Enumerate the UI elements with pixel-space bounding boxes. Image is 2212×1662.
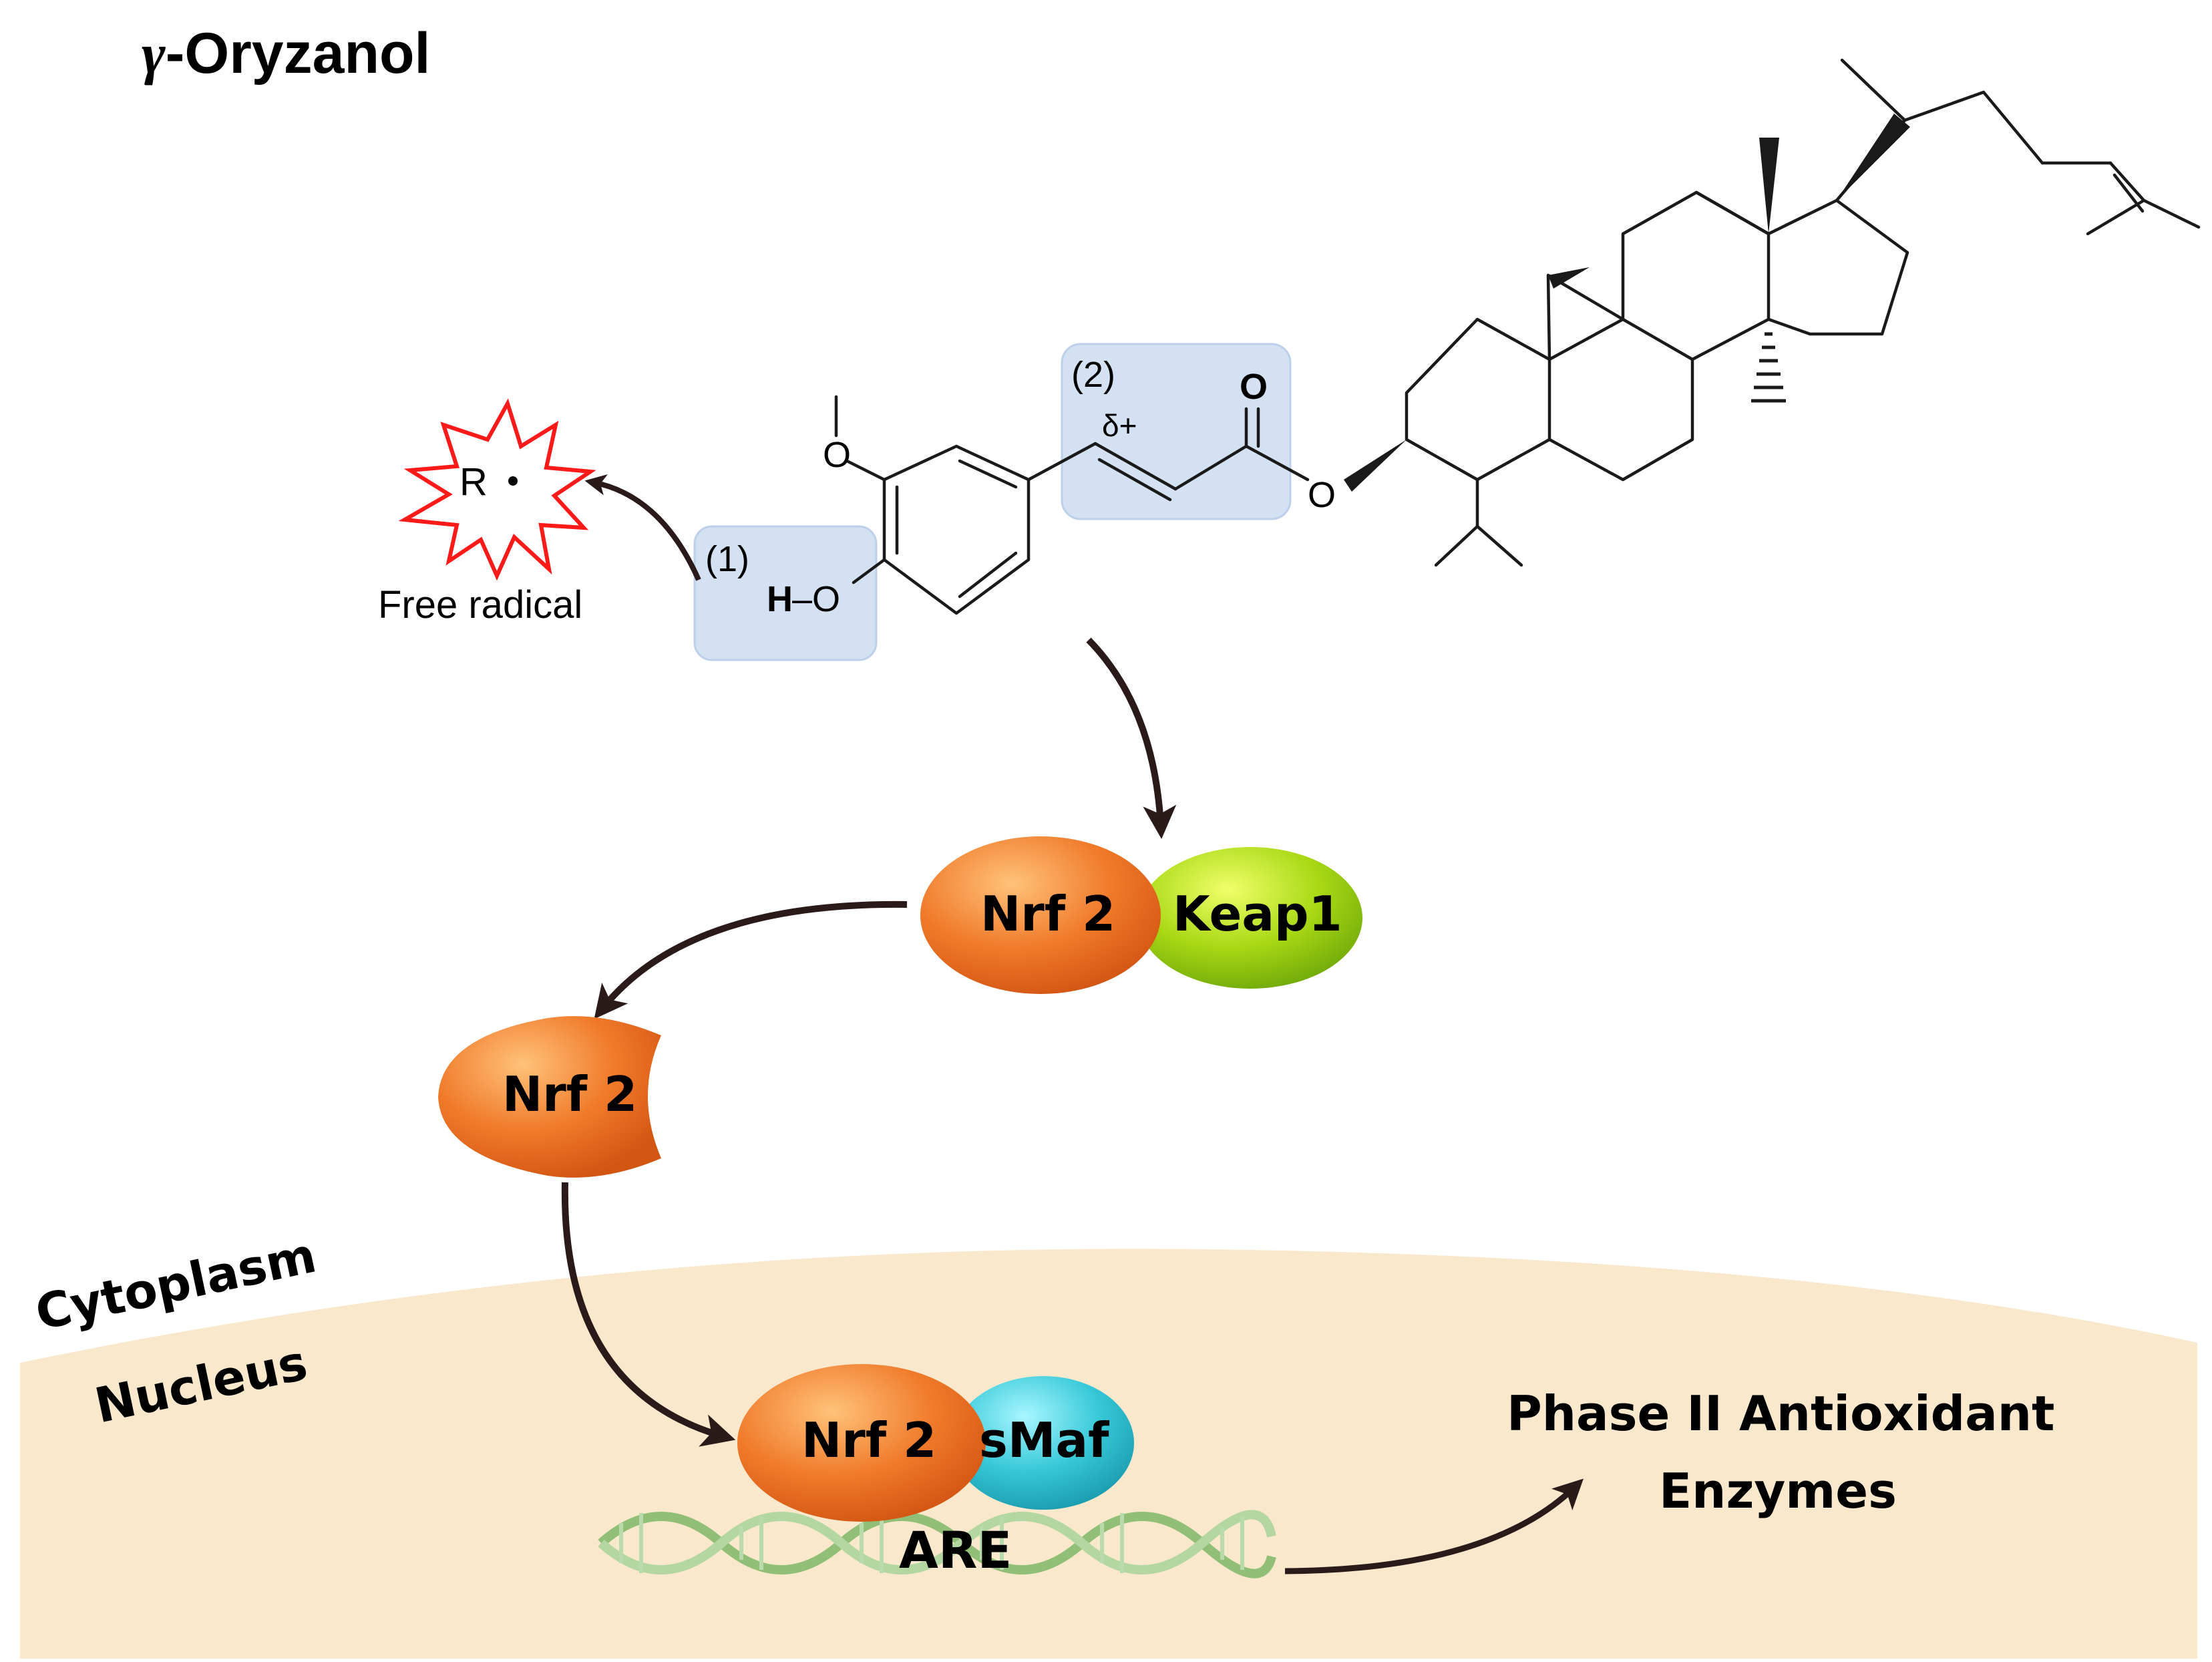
diagram-title: γ-Oryzanol [142, 21, 431, 86]
cyclopropane-wedge [1548, 267, 1590, 289]
site-2-highlight [1061, 343, 1292, 520]
keap1-label: Keap1 [1173, 886, 1342, 942]
dissociation-arrow [594, 900, 908, 1019]
nrf2-protein-free [438, 1016, 661, 1178]
nrf2-protein-top [920, 836, 1161, 994]
smaf-protein [952, 1376, 1134, 1510]
outcome-line-1: Phase II Antioxidant [1507, 1385, 2055, 1442]
radical-dot [508, 476, 518, 486]
site-1-highlight [693, 525, 878, 661]
activation-arrow [1086, 637, 1177, 839]
side-chain-wedge [1837, 114, 1910, 200]
smaf-label: sMaf [979, 1412, 1109, 1468]
h-transfer-arrow [584, 474, 701, 581]
nrf2-label-top: Nrf 2 [980, 886, 1116, 942]
delta-plus-label: δ+ [1102, 408, 1137, 443]
expression-arrow [1284, 1478, 1584, 1574]
oryzanol-structure [834, 58, 2201, 615]
keap1-protein [1138, 847, 1362, 989]
site-2-label: (2) [1071, 355, 1115, 395]
nrf2-label-free: Nrf 2 [502, 1066, 638, 1122]
hashed-wedge-c14 [1751, 332, 1786, 403]
carbonyl-oxygen-label: O [1240, 367, 1268, 407]
dna-rungs [619, 1513, 1244, 1573]
outcome-line-2: Enzymes [1659, 1463, 1897, 1519]
ester-oxygen-label: O [1308, 475, 1336, 515]
radical-star-icon [398, 398, 596, 581]
nrf2-label-nuclear: Nrf 2 [801, 1412, 937, 1468]
methoxy-oxygen-label: O [823, 435, 852, 475]
translocation-arrow [561, 1182, 736, 1447]
are-label: ARE [899, 1520, 1012, 1580]
ester-wedge [1344, 440, 1407, 492]
free-radical-label: Free radical [378, 583, 583, 627]
dna-helix [598, 1510, 1276, 1578]
oh-oxygen-label: –O [792, 579, 841, 619]
nrf2-protein-nuclear [737, 1364, 986, 1522]
site-1-label: (1) [705, 539, 749, 579]
h-atom-label: H [767, 579, 793, 619]
radical-symbol: R [459, 460, 488, 504]
methyl-wedge-c13 [1759, 138, 1779, 234]
